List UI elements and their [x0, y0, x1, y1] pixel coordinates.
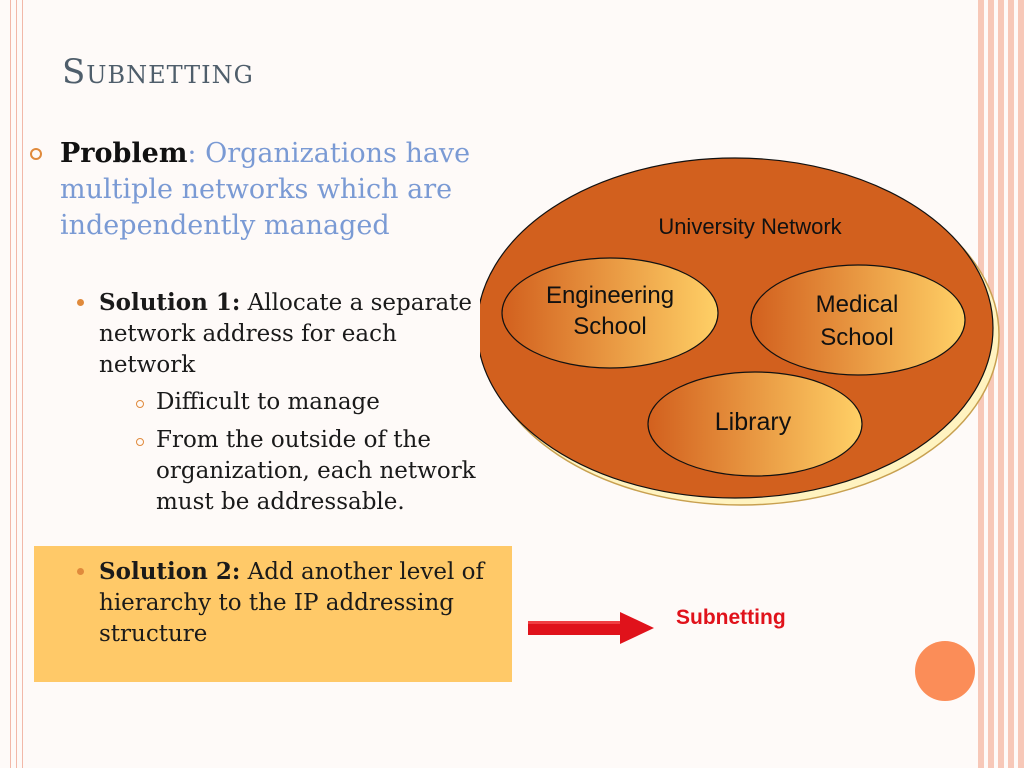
detail-bullet: Difficult to manage: [136, 387, 466, 419]
solution2-description: Add another level of hierarchy to the IP…: [99, 559, 484, 647]
solution2-bullet: Solution 2: Add another level of hierarc…: [77, 556, 497, 656]
university-network-ellipse: [480, 157, 994, 499]
hollow-circle-bullet-icon: [136, 438, 144, 446]
library-label: Library: [714, 408, 792, 436]
stripe: [994, 0, 998, 768]
solution1-description: Allocate a separate network address for …: [99, 290, 473, 378]
stripe: [1004, 0, 1008, 768]
medical-line2: School: [820, 324, 894, 351]
engineering-school-ellipse: [501, 257, 719, 369]
frame-line: [10, 0, 11, 768]
university-network-label: University Network: [658, 214, 842, 239]
solution1-text: Solution 1: Allocate a separate network …: [99, 287, 491, 381]
solution2-label: Solution 2:: [99, 558, 241, 585]
medical-line1: Medical: [815, 291, 899, 318]
library-ellipse: [647, 371, 863, 477]
solution1-label: Solution 1:: [99, 289, 241, 316]
highlight-box: [34, 546, 512, 682]
right-arrow-icon: [528, 612, 654, 644]
hollow-circle-bullet-icon: [136, 400, 144, 408]
subnetting-label: Subnetting: [676, 606, 786, 629]
problem-description: : Organizations have multiple networks w…: [60, 138, 471, 241]
engineering-school-label: Engineering School: [510, 280, 710, 342]
medical-school-label: Medical School: [762, 288, 952, 354]
dot-bullet-icon: [77, 299, 84, 306]
frame-line: [22, 0, 23, 768]
detail2-text: From the outside of the organization, ea…: [156, 427, 476, 515]
problem-label: Problem: [60, 138, 188, 169]
slide-title: Subnetting: [62, 52, 254, 92]
decorative-circle: [915, 641, 975, 701]
engineering-line1: Engineering: [545, 282, 675, 309]
engineering-line2: School: [573, 313, 647, 340]
detail1-text: Difficult to manage: [156, 389, 380, 415]
dot-bullet-icon: [77, 568, 84, 575]
frame-line: [16, 0, 17, 768]
diagram-shapes: [480, 157, 1000, 506]
solution2-text: Solution 2: Add another level of hierarc…: [99, 556, 499, 650]
hollow-circle-bullet-icon: [30, 148, 42, 160]
stripe: [1014, 0, 1018, 768]
problem-text: Problem: Organizations have multiple net…: [60, 136, 480, 244]
solution1-bullet: Solution 1: Allocate a separate network …: [77, 287, 487, 383]
detail-bullet: From the outside of the organization, ea…: [136, 425, 476, 549]
network-diagram: University Network Engineering School Me…: [480, 150, 1010, 520]
medical-school-ellipse: [750, 264, 966, 376]
